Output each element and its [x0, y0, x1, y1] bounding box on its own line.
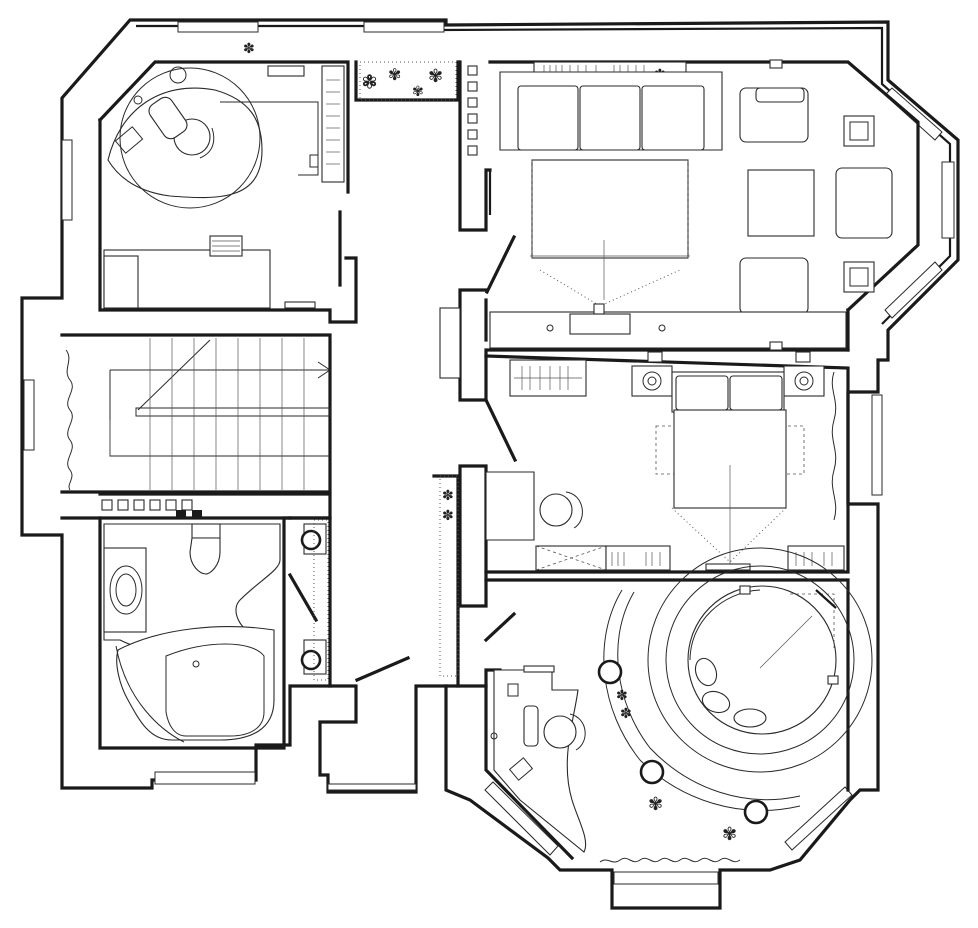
living-coffee-table: [747, 169, 815, 237]
bedroom-shelf-1: [605, 545, 671, 571]
plant-icon: ✾: [388, 65, 401, 84]
window-bay-lower: [884, 261, 943, 319]
column: [639, 759, 665, 785]
plant-icon: ✽: [442, 488, 454, 504]
round-room-floor-circle: [647, 547, 873, 773]
living-side-table-1: [843, 115, 875, 147]
study-round-desk: [119, 67, 261, 209]
round-room-curtain: [599, 857, 741, 863]
window-balcony-top: [363, 21, 445, 33]
window-study-top: [177, 21, 259, 33]
plant-icon: ✽: [620, 706, 632, 722]
column: [743, 799, 769, 825]
plant-icon: ✾: [428, 66, 443, 87]
living-room: ✽: [439, 59, 893, 379]
bath-tub-basin: [165, 643, 265, 737]
window-bay-upper: [884, 87, 943, 141]
round-room-desk: [493, 669, 587, 853]
living-armchair-2: [835, 167, 893, 239]
stair-direction-arrow: [317, 361, 331, 379]
hall-console: [439, 307, 461, 379]
study-laptop: [114, 126, 144, 154]
plant-icon: ✾: [412, 84, 424, 100]
window-study-left: [61, 139, 73, 221]
bedroom-pillow-left: [675, 375, 729, 411]
window-round-se: [784, 786, 853, 851]
bedroom-desk-chair: [539, 493, 573, 527]
entry-threshold: [327, 783, 417, 791]
tub-seat: [733, 708, 767, 728]
stair-handrail: [135, 407, 331, 417]
bedroom-shelf-2: [787, 545, 845, 571]
stair-curtain: [65, 349, 73, 491]
study-tv: [267, 65, 305, 77]
living-wall-storage: [467, 65, 478, 156]
round-room-chair: [543, 715, 577, 749]
tub-seat: [694, 657, 718, 687]
bedroom-nightstand-right: [783, 365, 825, 397]
plant-icon: ✾: [362, 72, 377, 93]
interior-walls: [60, 60, 920, 861]
bath-corner-tub: [116, 626, 275, 741]
bath-ceiling-lights: [300, 523, 327, 675]
window-bedroom-right: [871, 394, 883, 496]
bath-toilet-tank: [191, 523, 221, 539]
tub-seat: [701, 690, 731, 714]
hall-switch-panel: [101, 499, 202, 518]
plant-icon: ✽: [616, 688, 628, 704]
window-stair-left: [23, 379, 35, 451]
stair-treads: [109, 338, 305, 490]
bedroom-curtain: [831, 371, 837, 521]
bedroom: ✽ ✽: [439, 351, 845, 677]
study-bookshelf: [321, 65, 345, 183]
round-room-columns: [597, 659, 769, 825]
round-room-laptop: [508, 757, 534, 781]
windows: [23, 21, 955, 885]
plant-icon: ✾: [722, 824, 737, 845]
bedroom-nightstand-left: [631, 365, 673, 397]
balcony-planter: ✾ ✾ ✾ ✾: [359, 61, 457, 101]
living-tv-cabinet: [489, 311, 847, 349]
stair-hall: [65, 338, 331, 518]
window-round-bottom: [613, 871, 719, 885]
plant-icon: ✽: [442, 508, 454, 524]
study-plant-icon: ✽: [243, 41, 255, 57]
bedroom-desk: [485, 471, 535, 541]
living-armchair-3: [739, 257, 809, 315]
living-side-table-2: [843, 261, 875, 293]
bath-toilet: [189, 537, 221, 575]
round-room: ✽ ✽ ✾ ✾: [490, 547, 873, 863]
window-bath-bottom: [154, 771, 256, 785]
bedroom-pillow-right: [729, 375, 783, 411]
study-room: ✽: [103, 41, 345, 309]
living-rug: [531, 159, 689, 259]
study-sofa-arm: [103, 255, 139, 309]
bathroom: [103, 519, 329, 743]
corridor-planter: [439, 475, 459, 677]
study-armrest: [148, 96, 188, 140]
plant-icon: ✾: [648, 794, 663, 815]
living-tv: [569, 313, 631, 335]
study-desk-counter: [220, 101, 319, 176]
window-round-sw: [484, 781, 559, 856]
column: [597, 659, 623, 685]
window-bay-middle: [941, 161, 955, 239]
bath-vanity: [103, 547, 147, 633]
bath-sink: [109, 565, 143, 615]
round-room-armrest: [523, 705, 539, 747]
study-lamp: [169, 66, 187, 84]
